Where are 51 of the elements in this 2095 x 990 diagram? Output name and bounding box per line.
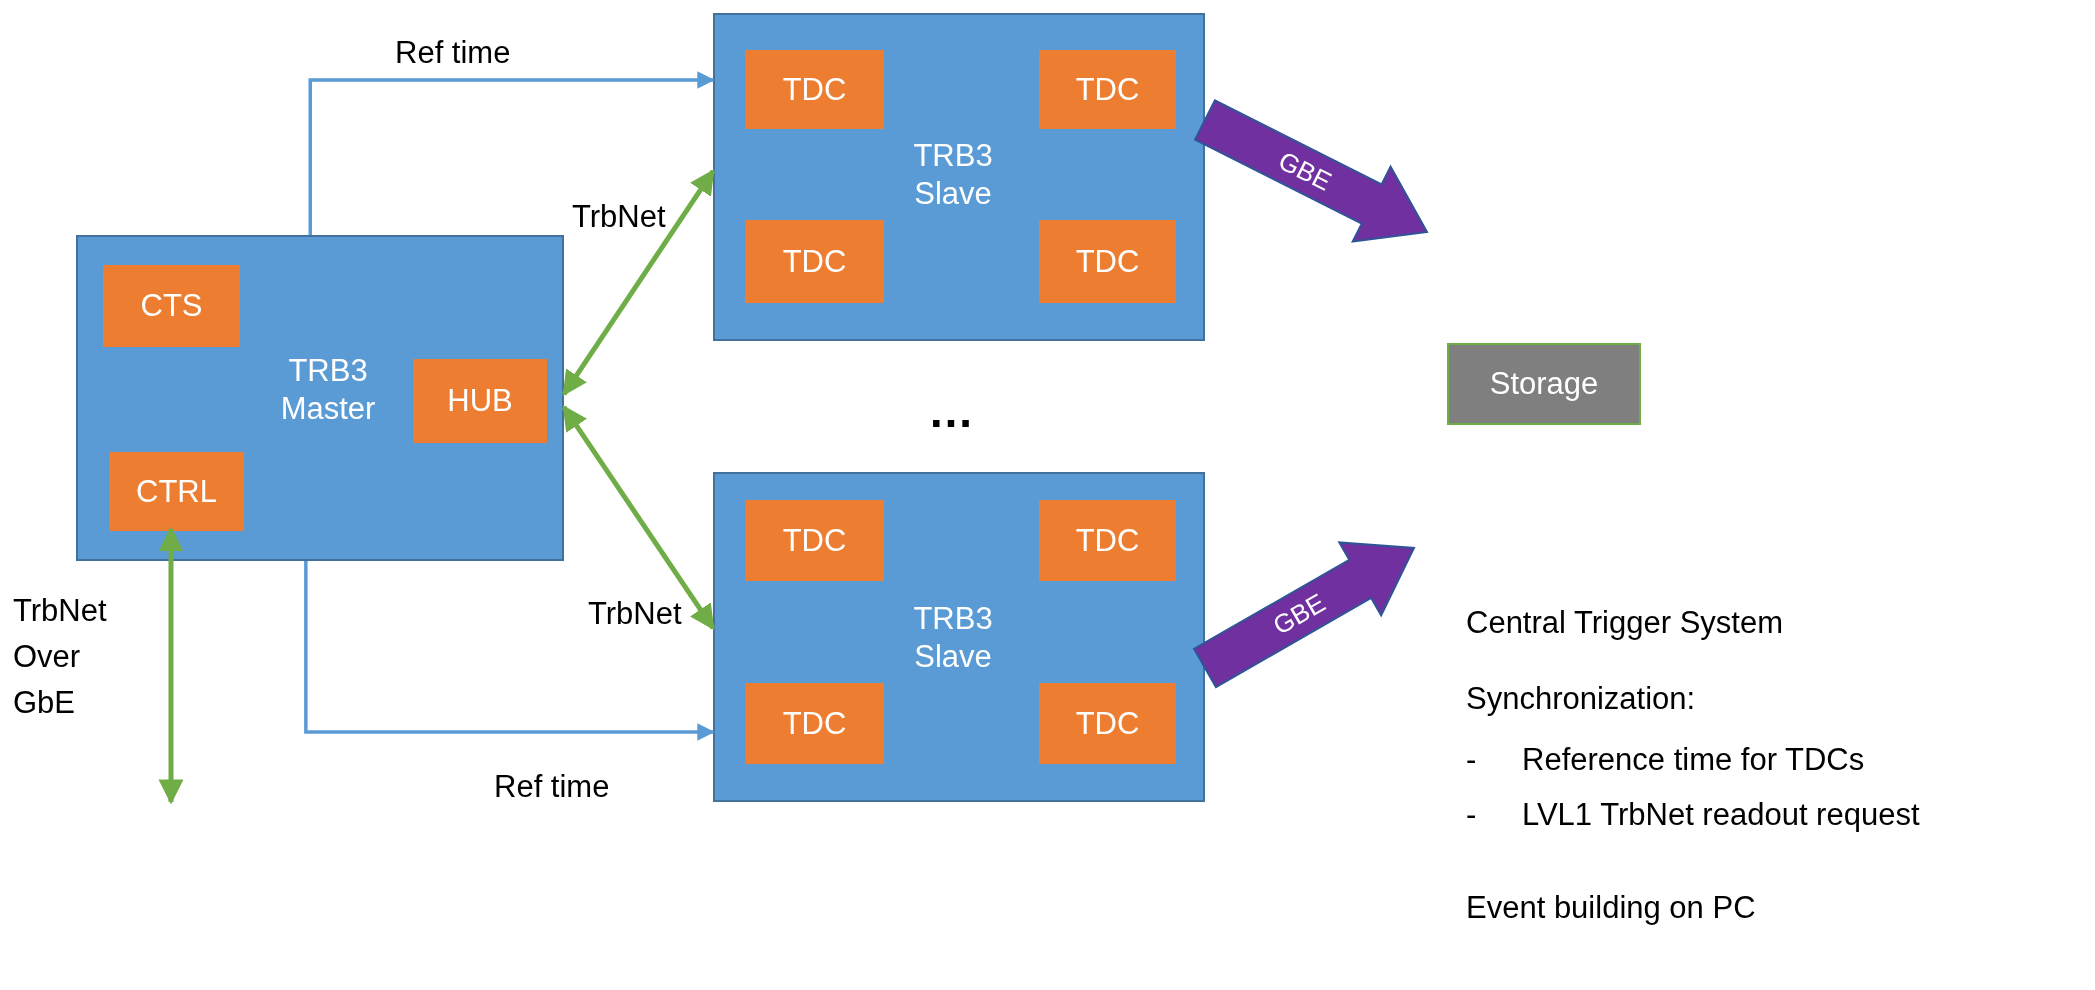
box-label: TDC — [1075, 704, 1140, 743]
arrow-label: GBE — [1266, 586, 1332, 643]
board-box — [76, 235, 564, 561]
edge-label: TrbNet — [588, 595, 682, 633]
board-box — [713, 13, 1205, 341]
box-label: TRB3 Slave — [912, 137, 994, 213]
list-dash: - — [1466, 796, 1477, 834]
box-label: TDC — [782, 704, 847, 743]
module-box — [745, 220, 884, 303]
edge-label: Ref time — [494, 768, 610, 806]
arrow — [308, 71, 715, 235]
block-arrow — [1192, 541, 1416, 689]
module-box — [109, 452, 244, 531]
box-label: TDC — [1075, 70, 1140, 109]
box-label: HUB — [447, 382, 513, 420]
module-box — [1039, 500, 1176, 581]
box-label: TDC — [782, 70, 847, 109]
module-box — [1039, 220, 1176, 303]
box-label: CTRL — [136, 472, 217, 511]
note-text: Event building on PC — [1466, 889, 1756, 927]
storage-box — [1447, 343, 1641, 425]
block-arrow — [1193, 98, 1429, 243]
note-text: Reference time for TDCs — [1522, 741, 1865, 779]
box-label: CTS — [140, 287, 203, 325]
note-text: LVL1 TrbNet readout request — [1522, 796, 1920, 834]
arrow-label: GBE — [1273, 143, 1338, 199]
module-box — [103, 265, 240, 347]
module-box — [745, 500, 884, 581]
note-text: Central Trigger System — [1466, 604, 1783, 642]
box-label: TDC — [1075, 242, 1140, 281]
arrow — [304, 561, 715, 741]
edge-label: TrbNet — [572, 198, 666, 236]
module-box — [745, 50, 884, 129]
box-label: TRB3 Master — [279, 352, 377, 428]
board-box — [713, 472, 1205, 802]
module-box — [1039, 50, 1176, 129]
edge-label: Ref time — [395, 34, 511, 72]
box-label: TDC — [1075, 521, 1140, 560]
box-label: Storage — [1489, 365, 1599, 403]
arrow — [158, 526, 184, 805]
arrow — [561, 405, 716, 631]
ellipsis: … — [928, 392, 974, 430]
module-box — [413, 359, 547, 443]
arrow — [561, 169, 716, 397]
module-box — [1039, 683, 1176, 764]
box-label: TDC — [782, 242, 847, 281]
box-label: TDC — [782, 521, 847, 560]
module-box — [745, 683, 884, 764]
box-label: TRB3 Slave — [912, 600, 994, 676]
list-dash: - — [1466, 741, 1477, 779]
note-text: Synchronization: — [1466, 680, 1696, 718]
